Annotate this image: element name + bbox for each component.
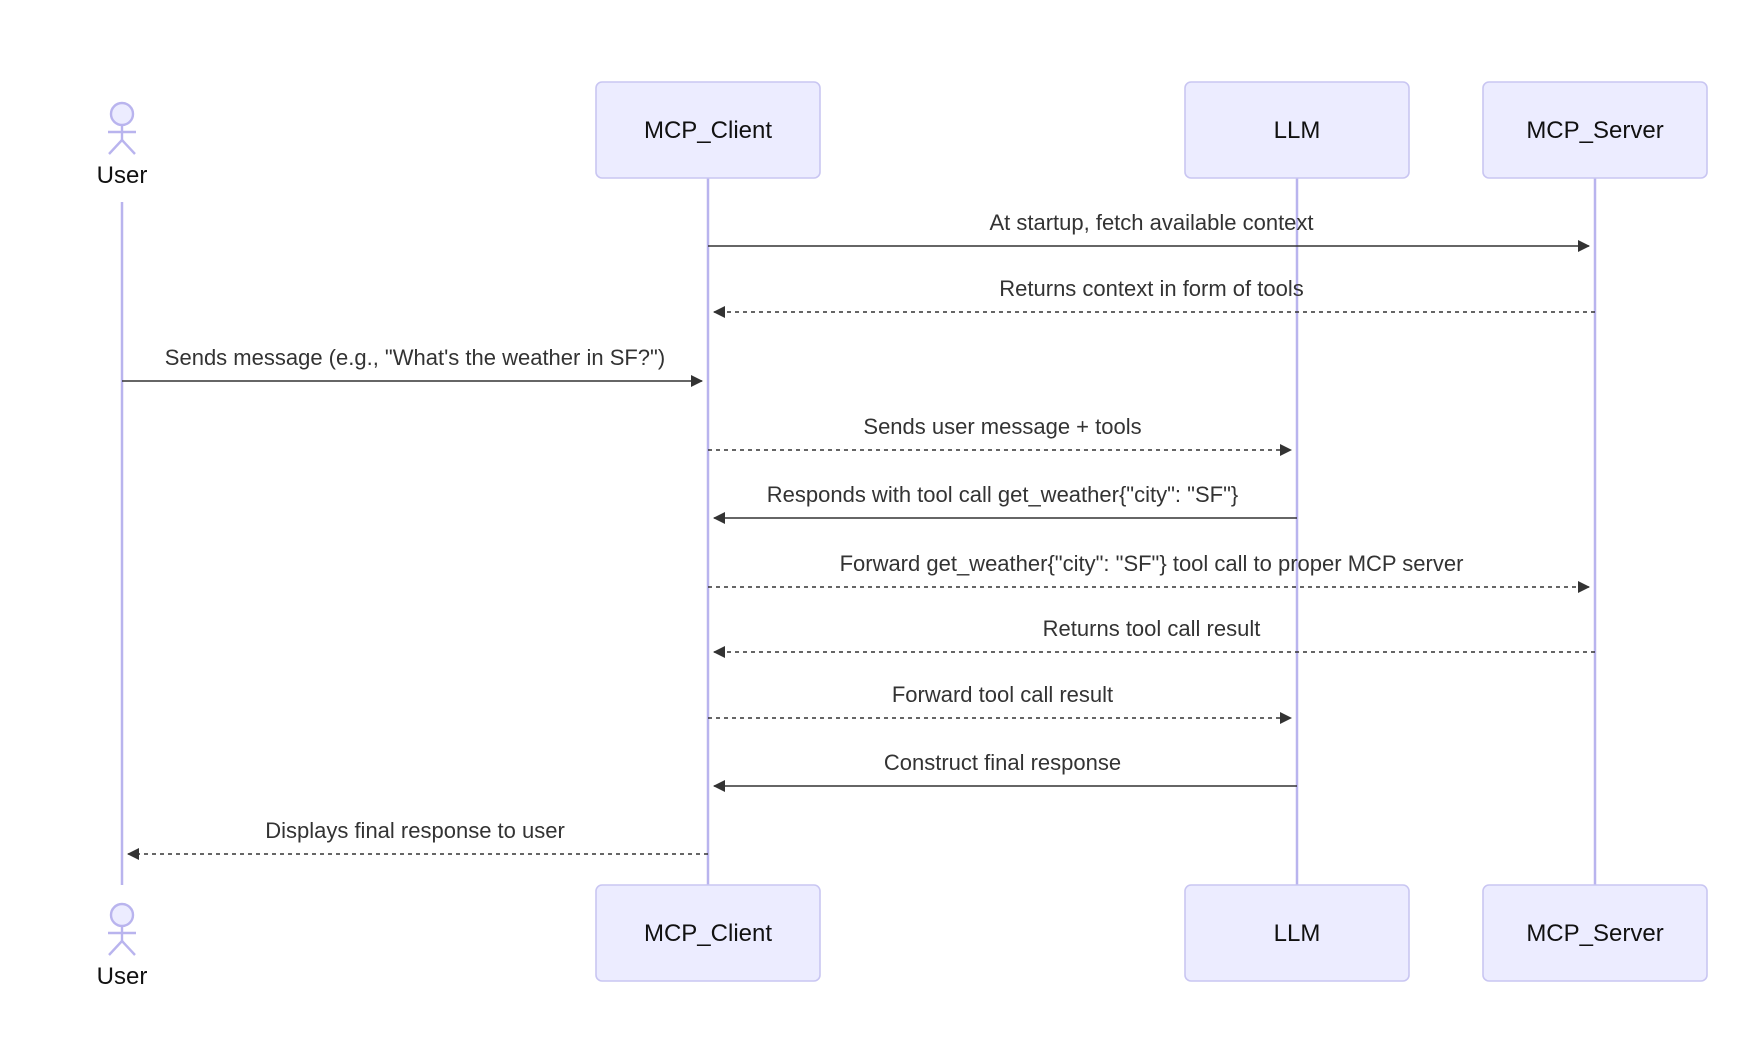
participant-client-bottom: MCP_Client xyxy=(595,884,821,982)
message-label: Displays final response to user xyxy=(265,818,565,843)
participant-box xyxy=(1482,884,1708,982)
message-label: Forward get_weather{"city": "SF"} tool c… xyxy=(840,551,1464,576)
participant-llm-top: LLM xyxy=(1184,81,1410,179)
message-9: Construct final response xyxy=(713,750,1297,792)
message-7: Returns tool call result xyxy=(713,616,1595,658)
participant-label: MCP_Server xyxy=(1526,920,1663,947)
message-label: Forward tool call result xyxy=(892,682,1113,707)
participant-label: LLM xyxy=(1274,920,1321,947)
message-label: At startup, fetch available context xyxy=(989,210,1313,235)
message-label: Construct final response xyxy=(884,750,1121,775)
message-label: Sends user message + tools xyxy=(863,414,1141,439)
message-5: Responds with tool call get_weather{"cit… xyxy=(713,482,1297,524)
participant-server-bottom: MCP_Server xyxy=(1482,884,1708,982)
participant-box xyxy=(1184,884,1410,982)
message-6: Forward get_weather{"city": "SF"} tool c… xyxy=(708,551,1590,593)
participant-box xyxy=(595,884,821,982)
participant-box xyxy=(1482,81,1708,179)
person-icon xyxy=(108,902,136,956)
participant-label: MCP_Server xyxy=(1526,117,1663,144)
message-1: At startup, fetch available context xyxy=(708,210,1590,252)
message-label: Sends message (e.g., "What's the weather… xyxy=(165,345,665,370)
participant-server-top: MCP_Server xyxy=(1482,81,1708,179)
participant-label: MCP_Client xyxy=(644,920,772,947)
participant-label: LLM xyxy=(1274,117,1321,144)
message-10: Displays final response to user xyxy=(127,818,708,860)
message-label: Returns context in form of tools xyxy=(999,276,1303,301)
message-3: Sends message (e.g., "What's the weather… xyxy=(122,345,703,387)
actor-user-top: User xyxy=(97,101,148,189)
actor-user-bottom: User xyxy=(97,902,148,990)
participant-box xyxy=(1184,81,1410,179)
message-8: Forward tool call result xyxy=(708,682,1292,724)
participant-box xyxy=(595,81,821,179)
person-icon xyxy=(108,101,136,155)
actor-label: User xyxy=(97,963,148,990)
message-2: Returns context in form of tools xyxy=(713,276,1595,318)
participant-client-top: MCP_Client xyxy=(595,81,821,179)
message-label: Responds with tool call get_weather{"cit… xyxy=(767,482,1238,507)
message-label: Returns tool call result xyxy=(1043,616,1261,641)
message-4: Sends user message + tools xyxy=(708,414,1292,456)
participant-label: MCP_Client xyxy=(644,117,772,144)
participant-llm-bottom: LLM xyxy=(1184,884,1410,982)
actor-label: User xyxy=(97,162,148,189)
